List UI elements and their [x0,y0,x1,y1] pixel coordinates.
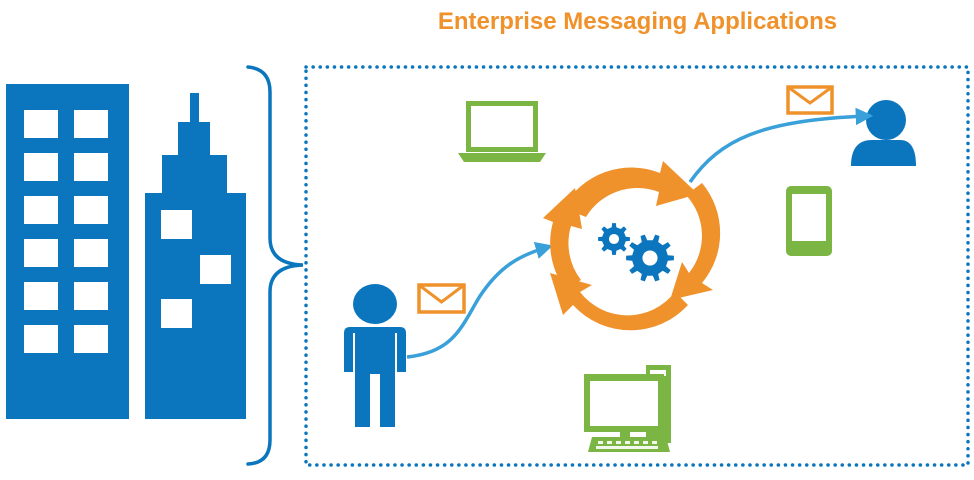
smartphone-icon [786,186,832,256]
gears-icon [598,223,674,282]
person-icon [344,284,406,427]
user-avatar-icon [851,100,916,166]
diagram-title: Enterprise Messaging Applications [437,8,838,35]
skyscraper-icon [145,93,246,419]
envelope-icon [786,85,834,115]
gear-hole [642,250,658,266]
desktop-computer-icon [584,365,671,452]
enterprise-boundary [304,65,970,467]
office-building-icon [6,84,129,419]
flow-arrow-in [406,241,554,359]
sync-cycle-icon [543,161,721,331]
gear-hole [608,233,620,245]
curly-brace-icon [246,65,304,466]
flow-arrow-out [688,107,874,184]
envelope-icon [417,283,466,314]
laptop-icon [458,101,546,162]
